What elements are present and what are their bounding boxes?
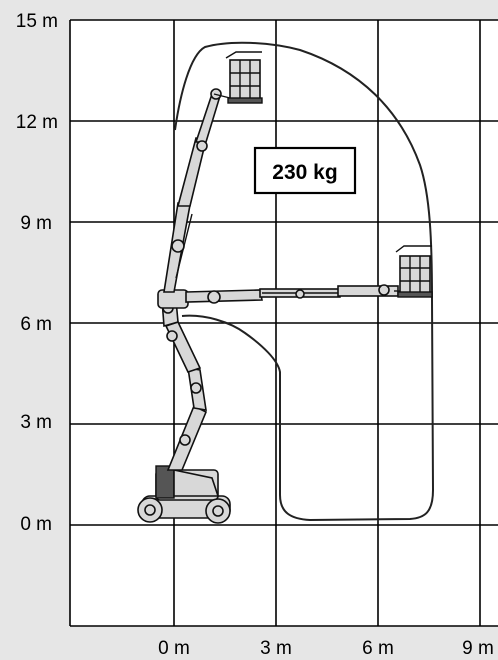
working-envelope: [174, 41, 435, 522]
y-label-15m: 15 m: [16, 11, 58, 32]
y-label-9m: 9 m: [20, 213, 52, 234]
x-label-3m: 3 m: [260, 638, 292, 659]
y-label-12m: 12 m: [16, 112, 58, 133]
y-label-0m: 0 m: [20, 514, 52, 535]
capacity-label: 230 kg: [272, 161, 337, 184]
y-label-3m: 3 m: [20, 412, 52, 433]
x-axis-labels: 0 m 3 m 6 m 9 m: [158, 638, 494, 659]
x-label-0m: 0 m: [158, 638, 190, 659]
x-label-9m: 9 m: [462, 638, 494, 659]
y-axis-labels: 15 m 12 m 9 m 6 m 3 m 0 m: [16, 11, 58, 535]
y-label-6m: 6 m: [20, 314, 52, 335]
x-label-6m: 6 m: [362, 638, 394, 659]
capacity-badge: 230 kg: [253, 146, 357, 195]
boom-lift-machine: [137, 51, 433, 524]
grid: [69, 19, 498, 627]
